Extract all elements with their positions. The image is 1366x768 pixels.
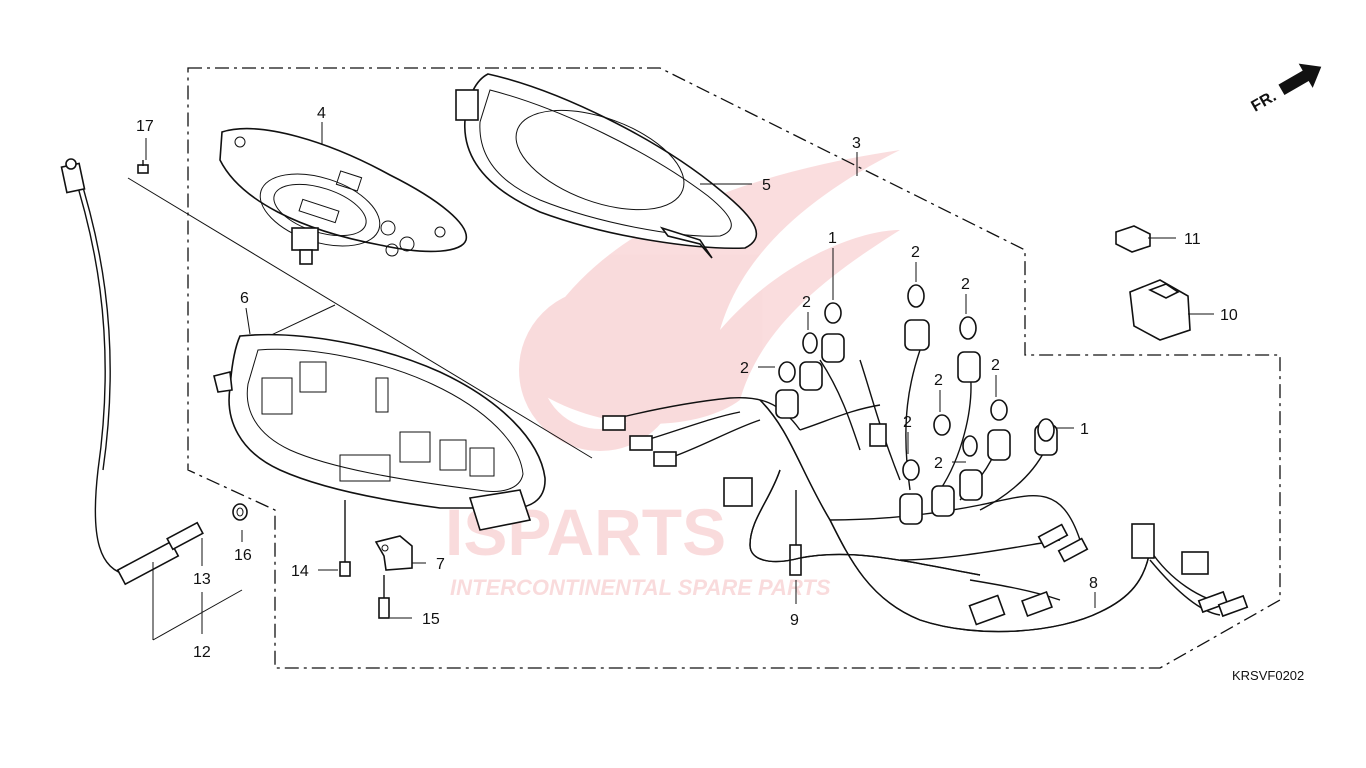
front-direction-indicator: FR. bbox=[1249, 63, 1322, 116]
bulb bbox=[959, 316, 977, 340]
callout-9: 9 bbox=[790, 612, 799, 629]
screw-14 bbox=[339, 500, 351, 577]
callout-4: 4 bbox=[317, 105, 326, 122]
bolt-17 bbox=[137, 160, 149, 174]
callout-10: 10 bbox=[1220, 307, 1238, 324]
cap-11 bbox=[1115, 225, 1151, 253]
bulb-socket bbox=[821, 333, 845, 363]
bulb bbox=[962, 435, 978, 457]
bulb-socket bbox=[799, 361, 823, 391]
callout-15: 15 bbox=[422, 611, 440, 628]
wire-harness bbox=[602, 284, 1249, 633]
washer-16 bbox=[232, 503, 248, 521]
bulb-socket bbox=[987, 429, 1011, 461]
callout-14: 14 bbox=[291, 563, 309, 580]
callout-13: 13 bbox=[193, 571, 211, 588]
callout-3: 3 bbox=[852, 135, 861, 152]
bulb bbox=[778, 361, 796, 383]
callout-2: 2 bbox=[934, 372, 943, 389]
callout-17: 17 bbox=[136, 118, 154, 135]
callout-5: 5 bbox=[762, 177, 771, 194]
callout-7: 7 bbox=[436, 556, 445, 573]
callout-8: 8 bbox=[1089, 575, 1098, 592]
meter-lens-cover bbox=[455, 73, 758, 259]
callout-16: 16 bbox=[234, 547, 252, 564]
screw-15 bbox=[378, 575, 390, 619]
bulb bbox=[824, 302, 842, 324]
callout-2: 2 bbox=[934, 455, 943, 472]
bulb-socket bbox=[931, 485, 955, 517]
diagram-code: KRSVF0202 bbox=[1232, 668, 1304, 683]
front-direction-label: FR. bbox=[1249, 88, 1280, 116]
explode-line bbox=[127, 177, 593, 459]
meter-case bbox=[213, 333, 546, 531]
callout-11: 11 bbox=[1184, 231, 1201, 248]
callout-2: 2 bbox=[802, 294, 811, 311]
bulb-socket bbox=[899, 493, 923, 525]
bulb-socket bbox=[957, 351, 981, 383]
watermark-gear-logo bbox=[519, 289, 681, 451]
bulb bbox=[907, 284, 925, 308]
meter-panel bbox=[219, 127, 468, 265]
callout-2: 2 bbox=[911, 244, 920, 261]
callouts: 17 4 3 5 6 11 10 1 1 2 2 2 2 2 2 2 2 16 … bbox=[136, 105, 1238, 661]
front-arrow-icon bbox=[1278, 63, 1322, 95]
callout-1-right: 1 bbox=[1080, 421, 1089, 438]
bulb bbox=[933, 414, 951, 436]
leader-lines bbox=[145, 122, 1214, 641]
bulb-socket bbox=[959, 469, 983, 501]
callout-2: 2 bbox=[740, 360, 749, 377]
bulb-socket bbox=[775, 389, 799, 419]
bulb bbox=[1037, 418, 1055, 442]
callout-2: 2 bbox=[961, 276, 970, 293]
bulb bbox=[802, 332, 818, 354]
bracket-7 bbox=[374, 535, 413, 571]
bulb bbox=[902, 459, 920, 481]
speedometer-cable bbox=[60, 158, 204, 586]
callout-2: 2 bbox=[991, 357, 1000, 374]
bulb-socket bbox=[904, 319, 930, 351]
callout-1-top: 1 bbox=[828, 230, 837, 247]
callout-2: 2 bbox=[903, 414, 912, 431]
watermark-wing-logo bbox=[520, 150, 900, 424]
bulb bbox=[990, 399, 1008, 421]
callout-6: 6 bbox=[240, 290, 249, 307]
callout-12: 12 bbox=[193, 644, 211, 661]
relay-10 bbox=[1129, 279, 1191, 341]
screw-9 bbox=[789, 490, 802, 576]
watermark-tagline: INTERCONTINENTAL SPARE PARTS bbox=[450, 575, 831, 600]
